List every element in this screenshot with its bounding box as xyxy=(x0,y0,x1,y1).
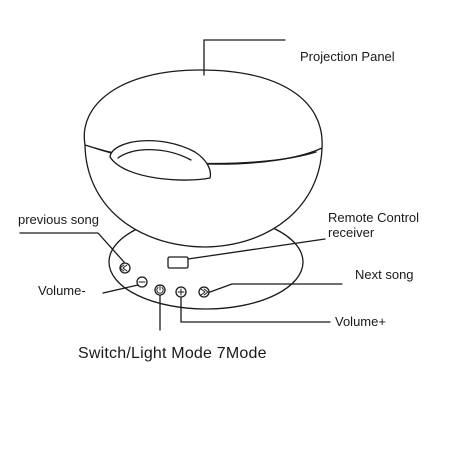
label-remote-control-receiver: Remote Control receiver xyxy=(328,210,420,240)
leader-volume-plus xyxy=(180,297,331,323)
button-next[interactable] xyxy=(198,286,210,298)
label-next-song: Next song xyxy=(355,267,414,282)
button-previous[interactable] xyxy=(119,262,131,274)
projection-window-inner xyxy=(117,149,192,161)
leader-projection-panel xyxy=(203,39,286,76)
leader-previous-song xyxy=(19,232,125,263)
leader-remote-receiver xyxy=(187,238,326,260)
leader-next-song xyxy=(209,283,343,293)
label-projection-panel: Projection Panel xyxy=(300,49,395,64)
button-volume-minus[interactable] xyxy=(136,276,148,288)
label-switch-light-mode: Switch/Light Mode 7Mode xyxy=(78,345,267,362)
button-volume-plus[interactable] xyxy=(175,286,187,298)
label-volume-minus: Volume- xyxy=(38,283,86,298)
label-previous-song: previous song xyxy=(18,212,99,227)
remote-receiver-slot xyxy=(167,256,189,269)
button-power[interactable] xyxy=(154,284,166,296)
label-volume-plus: Volume+ xyxy=(335,314,386,329)
leader-volume-minus xyxy=(102,284,139,294)
